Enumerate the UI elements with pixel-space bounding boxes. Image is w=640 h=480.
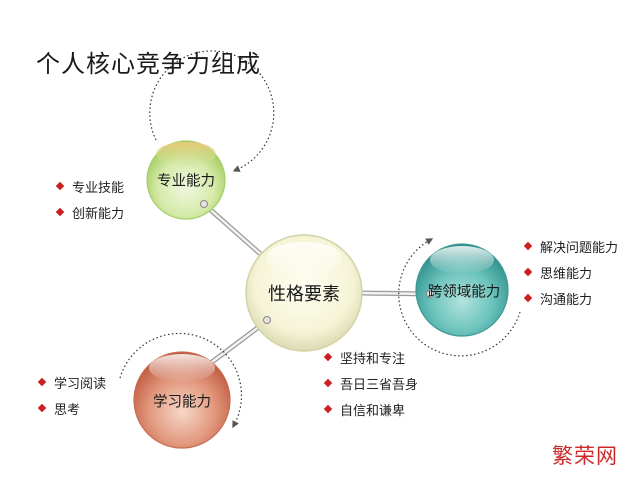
orbit-arc-cross-domain [398, 238, 521, 357]
diamond-bullet-icon [523, 293, 533, 303]
diamond-bullet-icon [323, 404, 333, 414]
diamond-bullet-icon [55, 207, 65, 217]
connector-knob [263, 316, 271, 324]
list-item: 沟通能力 [522, 285, 618, 311]
list-item: 学习阅读 [36, 369, 106, 395]
center-node-bubble [245, 234, 363, 352]
list-item: 自信和谦卑 [322, 396, 418, 422]
diamond-bullet-icon [323, 352, 333, 362]
diamond-bullet-icon [523, 241, 533, 251]
diamond-bullet-icon [323, 378, 333, 388]
connector-knob [200, 200, 208, 208]
connector-professional [202, 202, 268, 261]
list-item: 解决问题能力 [522, 233, 618, 259]
list-item: 创新能力 [54, 199, 124, 225]
list-item: 思维能力 [522, 259, 618, 285]
list-item: 吾日三省吾身 [322, 370, 418, 396]
diamond-bullet-icon [37, 377, 47, 387]
connector-knob [426, 290, 434, 298]
learning-bullet-list: 学习阅读 思考 [36, 369, 106, 421]
personality-bullet-list: 坚持和专注 吾日三省吾身 自信和谦卑 [322, 344, 418, 422]
cross-domain-bullet-list: 解决问题能力 思维能力 沟通能力 [522, 233, 618, 311]
diamond-bullet-icon [523, 267, 533, 277]
learning-node-bubble [133, 351, 231, 449]
list-item: 坚持和专注 [322, 344, 418, 370]
diamond-bullet-icon [37, 403, 47, 413]
watermark-logo: 繁荣网 [552, 444, 618, 468]
list-item: 专业技能 [54, 173, 124, 199]
page-title: 个人核心竞争力组成 [36, 50, 261, 78]
diamond-bullet-icon [55, 181, 65, 191]
professional-bullet-list: 专业技能 创新能力 [54, 173, 124, 225]
orbit-arc-professional [149, 50, 275, 172]
professional-node-bubble [146, 140, 226, 220]
list-item: 思考 [36, 395, 106, 421]
cross-domain-node-bubble [415, 243, 509, 337]
orbit-arc-learning [119, 332, 243, 429]
